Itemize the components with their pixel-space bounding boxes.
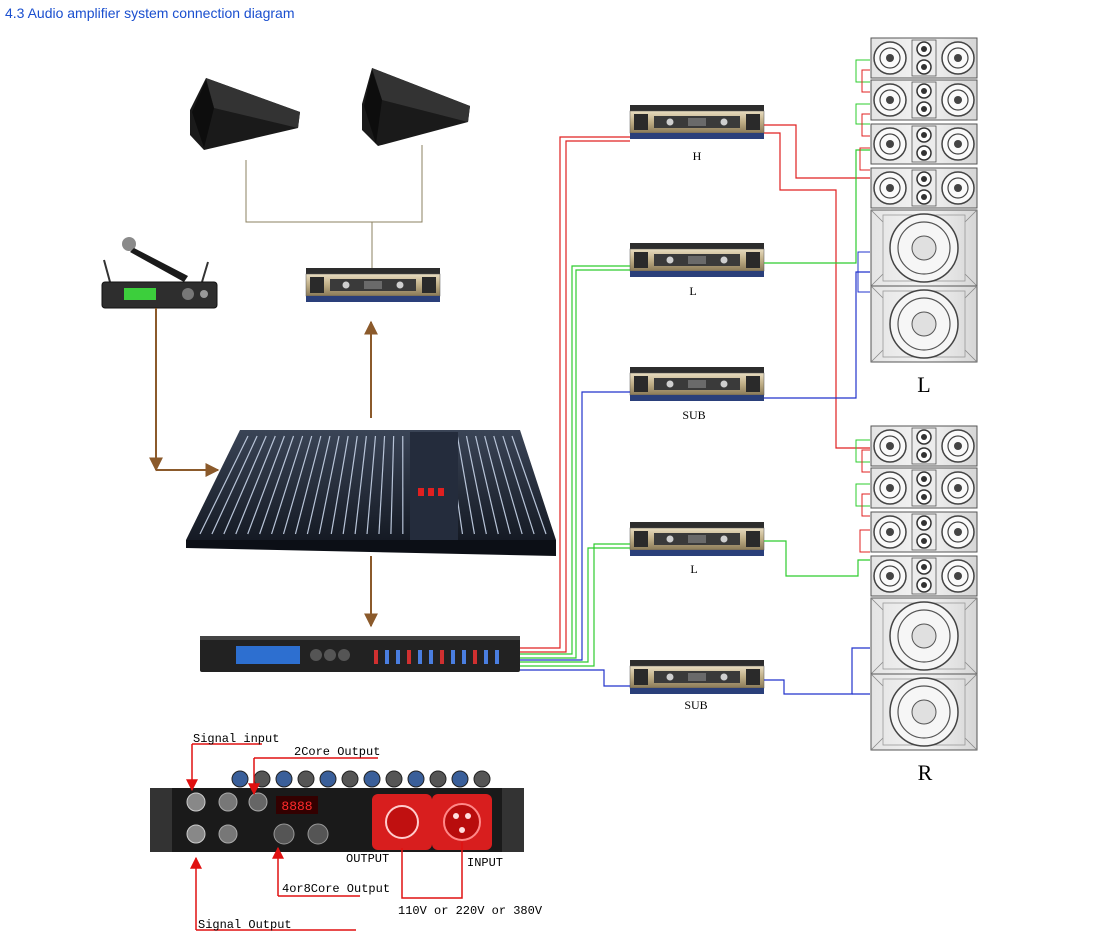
amplifier-h-label: H (693, 149, 702, 163)
signal-output-label: Signal Output (198, 918, 292, 932)
array-left-label: L (917, 372, 930, 397)
amplifier-l-top (629, 242, 765, 278)
mixing-console (186, 430, 556, 556)
voltage-label: 110V or 220V or 380V (398, 904, 543, 918)
amplifier-l-bottom (629, 521, 765, 557)
power-box-display: 8888 (281, 799, 312, 814)
handheld-microphone (122, 237, 188, 282)
line-array-left (870, 37, 978, 363)
amplifier-sub-top-label: SUB (682, 408, 705, 422)
four-or-eight-core-output-label: 4or8Core Output (282, 882, 390, 896)
output-label: OUTPUT (346, 852, 389, 866)
page-title: 4.3 Audio amplifier system connection di… (5, 5, 295, 21)
stage-monitor-left (190, 78, 300, 150)
amplifier-sub-bottom-label: SUB (684, 698, 707, 712)
two-core-output-label: 2Core Output (294, 745, 380, 759)
stage-monitor-right (362, 68, 470, 146)
signal-input-label: Signal input (193, 732, 279, 746)
array-internal-links (855, 59, 870, 553)
amplifier-l-bottom-label: L (690, 562, 697, 576)
digital-audio-processor (200, 636, 520, 672)
wireless-microphone-receiver (101, 259, 218, 309)
line-array-right (870, 425, 978, 751)
amplifier-l-top-label: L (689, 284, 696, 298)
power-box-annotations (186, 743, 463, 931)
amplifier-h (629, 104, 765, 140)
amplifier-to-speaker-cables (764, 124, 870, 695)
mic-to-mixer-cable (149, 308, 220, 477)
power-distribution-box: 8888 (150, 770, 524, 852)
processor-to-amplifier-cables (520, 136, 630, 687)
monitor-cables (245, 145, 423, 268)
amplifier-sub-top (629, 366, 765, 402)
amplifier-sub-bottom (629, 659, 765, 695)
array-right-label: R (918, 760, 933, 785)
monitor-amplifier (305, 267, 441, 303)
input-label: INPUT (467, 856, 503, 870)
